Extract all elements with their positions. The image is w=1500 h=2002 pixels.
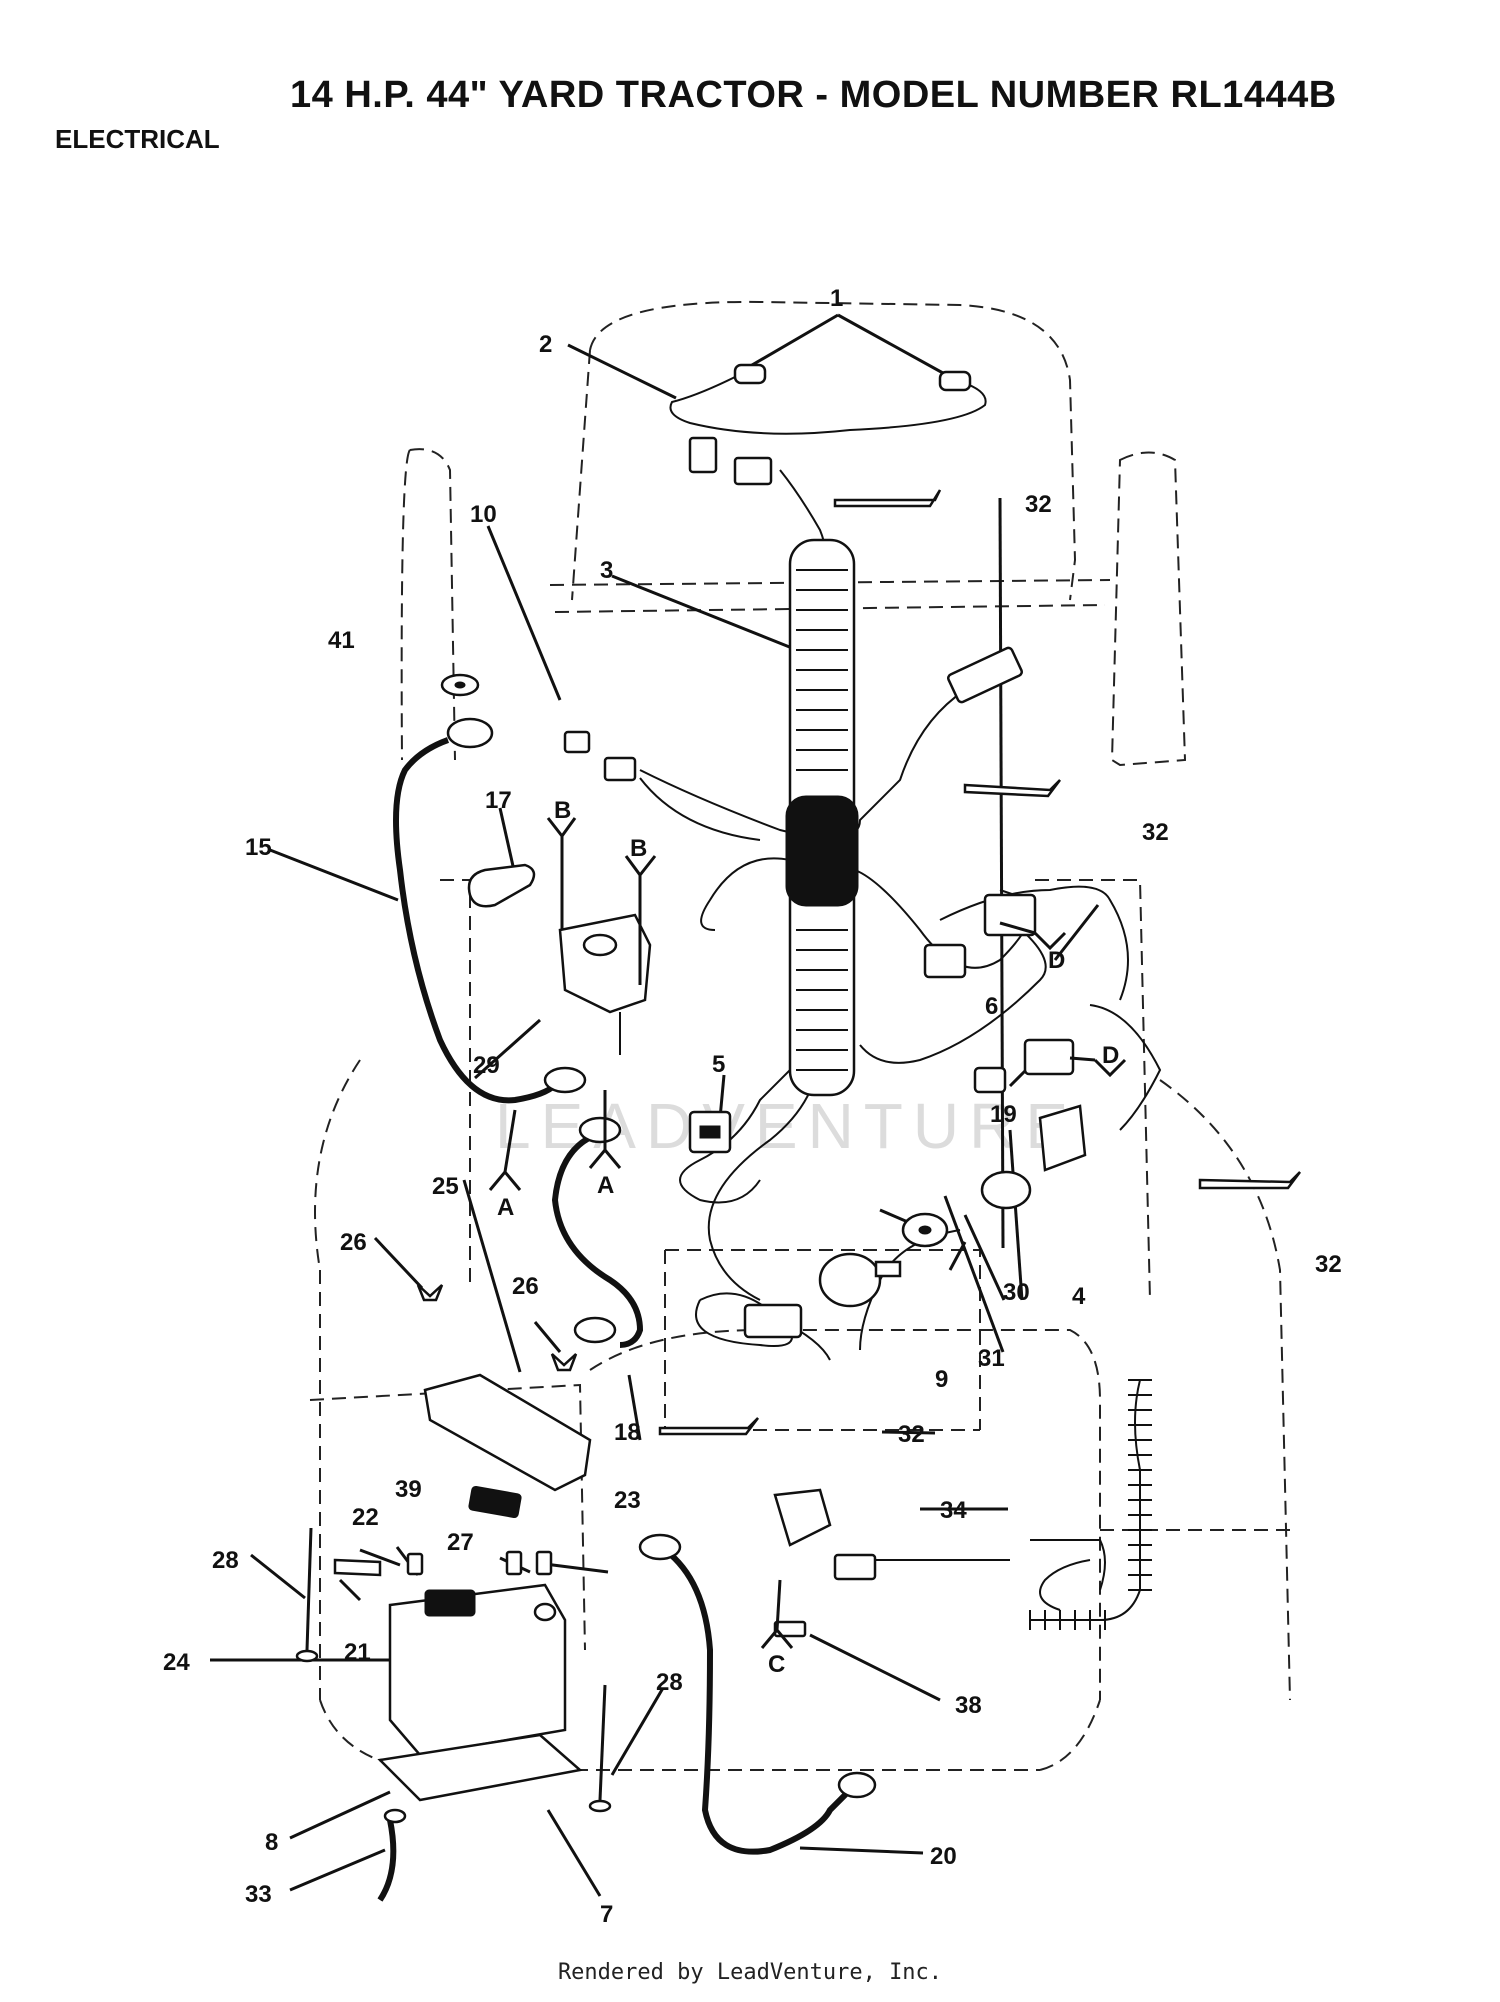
- callout-38: 38: [955, 1692, 982, 1719]
- callout-26b: 26: [512, 1273, 539, 1300]
- ground-letter-labels: B B A A D D C: [497, 797, 1119, 1678]
- callout-15: 15: [245, 834, 272, 861]
- callout-1: 1: [830, 285, 843, 312]
- ground-label-c: C: [768, 1651, 785, 1678]
- callout-39: 39: [395, 1476, 422, 1503]
- callout-9: 9: [935, 1366, 948, 1393]
- callout-31: 31: [978, 1345, 1005, 1372]
- harness-socket: [743, 1303, 803, 1339]
- relay-module: [1038, 1104, 1087, 1172]
- starter-solenoid: [558, 913, 652, 1055]
- j-bolts: [295, 1527, 612, 1813]
- ignition-switch: [818, 1252, 902, 1308]
- ground-clip: [773, 1620, 807, 1638]
- callout-8: 8: [265, 1829, 278, 1856]
- callout-27: 27: [447, 1529, 474, 1556]
- callout-18: 18: [614, 1419, 641, 1446]
- ground-label-d2: D: [1102, 1042, 1119, 1069]
- harness-connectors: [688, 436, 773, 486]
- battery-cable: [638, 1533, 877, 1855]
- ground-cable: [393, 717, 587, 1104]
- coiled-wire: [1029, 1379, 1152, 1630]
- callout-7: 7: [600, 1901, 613, 1928]
- battery: [388, 1583, 567, 1757]
- ground-label-b2: B: [630, 835, 647, 862]
- cable-ties: [658, 489, 1301, 1436]
- callout-20: 20: [930, 1843, 957, 1870]
- callout-6: 6: [985, 993, 998, 1020]
- fuse-holder: [563, 730, 637, 782]
- callout-26a: 26: [340, 1229, 367, 1256]
- callout-10: 10: [470, 501, 497, 528]
- seat-switch: [773, 1488, 877, 1581]
- callout-30: 30: [1003, 1279, 1030, 1306]
- callout-4: 4: [1072, 1283, 1086, 1310]
- battery-pad: [468, 1485, 522, 1519]
- terminal-hardware: [333, 1550, 553, 1577]
- ground-label-a2: A: [597, 1172, 614, 1199]
- callout-23: 23: [614, 1487, 641, 1514]
- headlight-bulbs: [733, 363, 972, 392]
- callout-22: 22: [352, 1504, 379, 1531]
- callout-19: 19: [990, 1101, 1017, 1128]
- solenoid-cable: [551, 1116, 644, 1348]
- wing-nuts: [416, 1284, 578, 1372]
- callout-3: 3: [600, 557, 613, 584]
- ground-label-b1: B: [554, 797, 571, 824]
- terminal-boot: [467, 863, 536, 908]
- leader-lines: [210, 313, 1100, 1897]
- callout-25: 25: [432, 1173, 459, 1200]
- page-title: 14 H.P. 44" YARD TRACTOR - MODEL NUMBER …: [290, 74, 1337, 116]
- battery-hold-down: [423, 1373, 592, 1492]
- callout-28a: 28: [212, 1547, 239, 1574]
- callout-41: 41: [328, 627, 355, 654]
- switch-nut-ring: [901, 1170, 1032, 1248]
- callout-32b: 32: [1142, 819, 1169, 846]
- rocker-switch: [688, 1110, 732, 1154]
- ground-label-a1: A: [497, 1194, 514, 1221]
- harness-plug: [947, 646, 1023, 704]
- callout-32a: 32: [1025, 491, 1052, 518]
- callout-5: 5: [712, 1051, 725, 1078]
- ground-label-d1: D: [1048, 947, 1065, 974]
- callout-2: 2: [539, 331, 552, 358]
- callout-34: 34: [940, 1497, 967, 1524]
- section-label: ELECTRICAL: [55, 124, 220, 154]
- callout-labels: 1 2 3 10 41 17 15 29 5 6 19 25 26 26 18 …: [163, 285, 1342, 1928]
- footer-credit: Rendered by LeadVenture, Inc.: [557, 1960, 943, 1985]
- interlock-switches: [923, 893, 1075, 1094]
- ground-symbols: [488, 817, 1127, 1649]
- drain-tube: [377, 1808, 407, 1902]
- callout-17: 17: [485, 787, 512, 814]
- callout-28b: 28: [656, 1669, 683, 1696]
- callout-33: 33: [245, 1881, 272, 1908]
- callout-32d: 32: [898, 1421, 925, 1448]
- battery-tray: [377, 1733, 583, 1802]
- callout-24: 24: [163, 1649, 190, 1676]
- wire-loom: [785, 538, 859, 1097]
- callout-32c: 32: [1315, 1251, 1342, 1278]
- ring-washer: [440, 673, 480, 697]
- callout-21: 21: [344, 1639, 371, 1666]
- callout-29: 29: [473, 1052, 500, 1079]
